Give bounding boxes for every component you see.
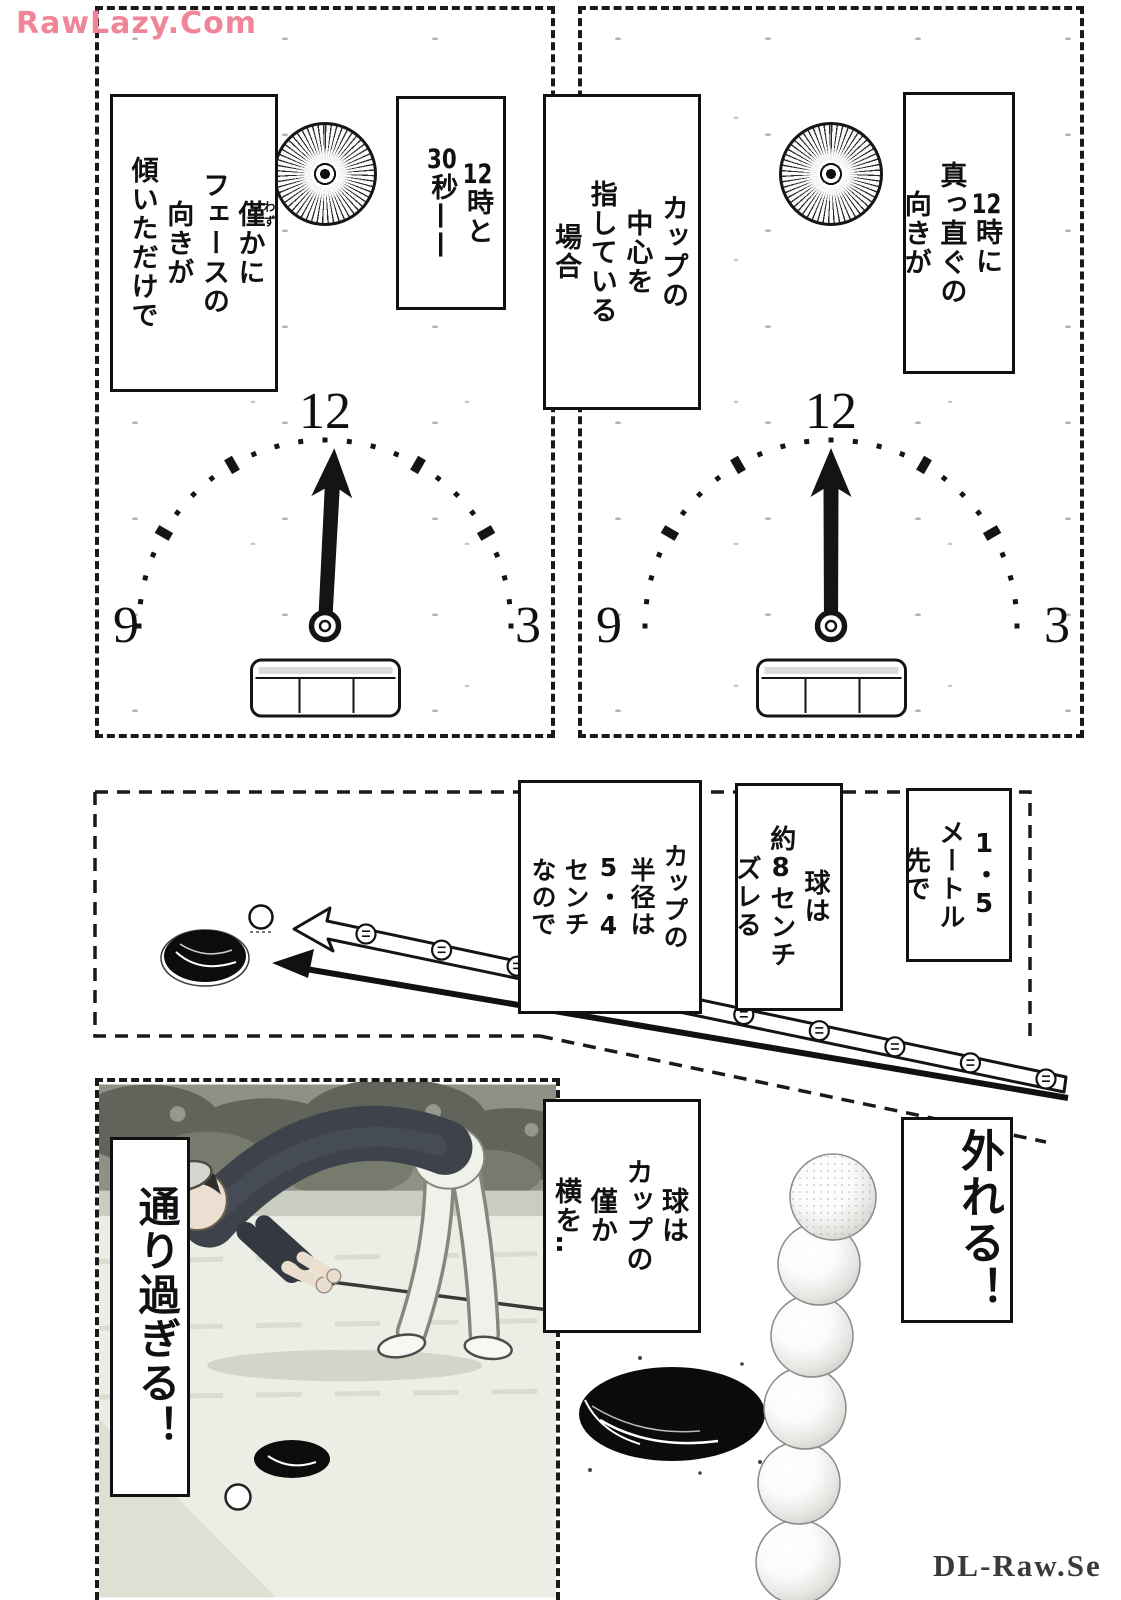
clock-label-9: 9 [596,597,622,654]
golf-ball-face-icon [779,122,883,226]
clock-label-12: 12 [299,383,351,440]
watermark-top: RawLazy.Com [16,6,257,41]
speech-bubble-ball-beside: 球は カップの 僅か 横を‥ [543,1099,701,1333]
putter-head-icon [756,658,907,718]
putter-head-icon [250,658,401,718]
clock-hand-icon [311,448,353,627]
speech-bubble-cup-center: カップの 中心を 指している 場合 [543,94,701,410]
ruby-wazuka: 僅わず [233,199,276,229]
cup-large [579,1356,765,1475]
clock-ticks [136,437,514,629]
clock-dial-straight [642,437,1020,718]
clock-label-3: 3 [1044,597,1070,654]
clock-hand-icon [810,448,852,626]
golf-ball-face-icon [273,122,377,226]
clock-label-9: 9 [113,597,139,654]
speech-bubble-cup-radius: カップの 半径は 5・4 センチ なので [518,780,702,1014]
speech-bubble-direction-straight: 12時に 真っ直ぐの 向きが [903,92,1015,374]
speech-bubble-miss: 外れる！ [901,1117,1013,1323]
speech-bubble-pass-by: 通り過ぎる！ [110,1137,190,1497]
watermark-bottom: DL-Raw.Se [933,1548,1102,1583]
clock-ticks [642,437,1020,629]
speech-bubble-twelve-thirty: 12時と 30秒—— [396,96,506,310]
ball-trail [755,1153,877,1600]
clock-label-3: 3 [515,597,541,654]
speech-bubble-distance: 1・5 メートル 先で [906,788,1012,962]
speech-bubble-deviation: 球は 約8センチ ズレる [735,783,843,1011]
clock-pivot-inner [824,619,838,633]
clock-pivot-inner [318,619,332,633]
speech-bubble-face-tilt: 僅わずかに フェースの 向きが 傾いただけで [110,94,278,392]
clock-dial-tilted [136,437,514,718]
clock-label-12: 12 [805,383,857,440]
